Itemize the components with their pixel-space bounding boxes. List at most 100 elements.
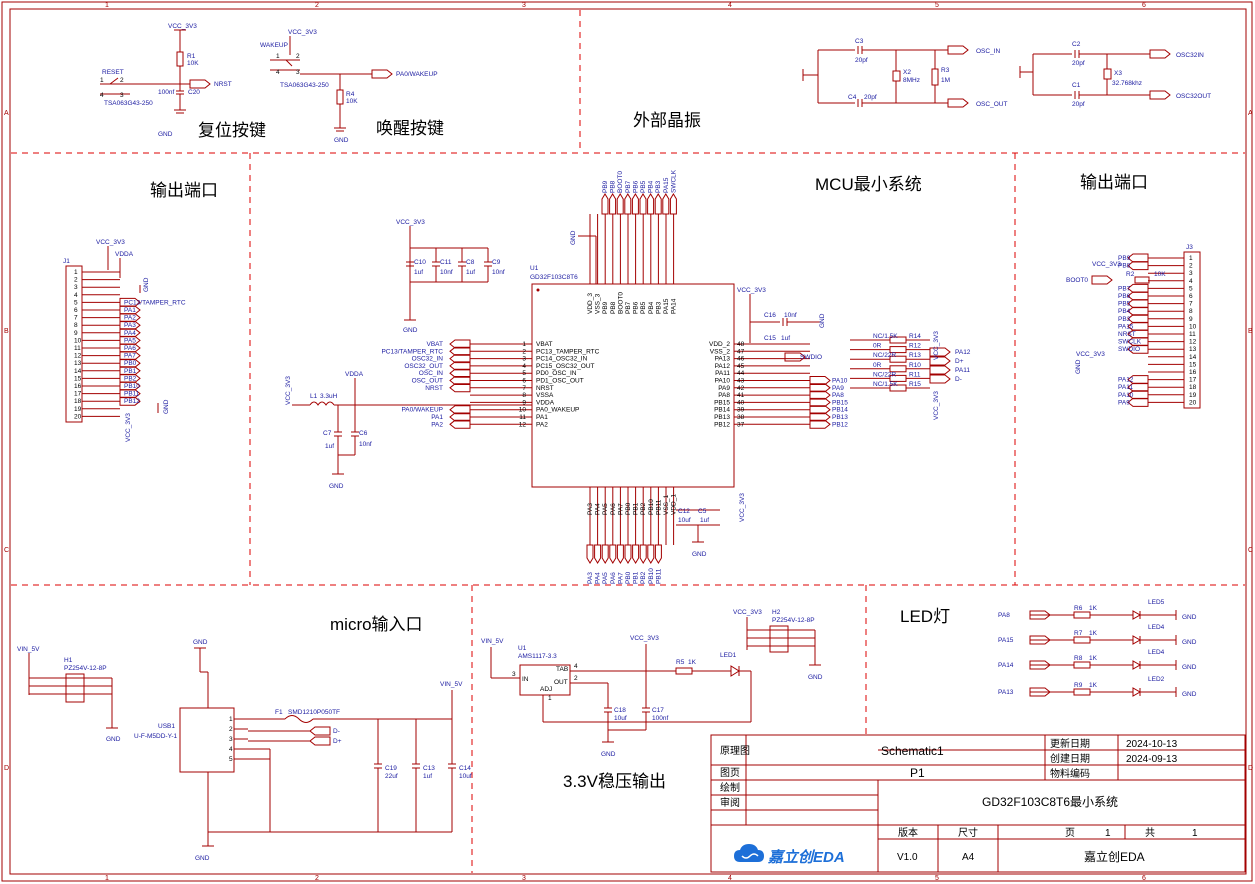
- ldo-pin-adj: ADJ: [540, 686, 552, 693]
- mcu-pin-name: PA13: [715, 356, 731, 363]
- resistor-r2: [1134, 276, 1150, 284]
- mcu-pin-name: PA11: [715, 370, 730, 377]
- j3-pin-number: 3: [1189, 270, 1193, 277]
- mcu-bottom-net-port: [654, 544, 662, 564]
- wakeup-net-label: PA0/WAKEUP: [396, 71, 438, 78]
- mcu-bottom-net-label: PA7: [617, 572, 624, 584]
- j3-pin-number: 16: [1189, 369, 1197, 376]
- j3-net-label: PB3: [1118, 316, 1131, 323]
- j3-pin-number: 12: [1189, 339, 1197, 346]
- j3-boot0-label: BOOT0: [1066, 277, 1088, 284]
- mcu-top-net-label: PB7: [625, 180, 632, 193]
- j1-ref: J1: [63, 258, 70, 265]
- mcu-left-net-port: [449, 354, 471, 364]
- led-resistor-ref: R6: [1074, 605, 1083, 612]
- j3-net-port: [1127, 283, 1149, 293]
- mcu-pin-name: PA2: [536, 421, 548, 428]
- usb-net-label: PA12: [955, 349, 971, 356]
- grid-col-6: 6: [1142, 2, 1146, 9]
- mcu-gnd-bottom: GND: [692, 551, 707, 558]
- mcu-left-net-label: PA0/WAKEUP: [401, 407, 443, 414]
- mcu-pin-number: 2: [522, 348, 526, 355]
- net-port-osc-in: [947, 45, 969, 55]
- led1-ref: LED1: [720, 652, 737, 659]
- mcu-bottom-net-label: PB0: [625, 571, 632, 584]
- resistor-r1: [176, 51, 184, 67]
- mcu-block: U1 GD32F103C8T6 VCC_3V3 C101ufC1110nfC81…: [285, 169, 971, 584]
- grid-col-3: 3: [522, 2, 526, 9]
- j3-vcc-label: VCC_3V3: [1092, 261, 1121, 268]
- r3-value: 1M: [941, 77, 950, 84]
- tb-logo-text: 嘉立创EDA: [767, 848, 845, 866]
- j3-net-label: PA15: [1118, 323, 1134, 330]
- led-resistor: [1073, 636, 1091, 644]
- net-port-dp: [309, 736, 331, 746]
- grid-col-1-b: 1: [105, 875, 109, 882]
- j3-net-port: [1127, 291, 1149, 301]
- fuse-f1: [284, 715, 314, 723]
- j3-net-label: PA11: [1118, 384, 1133, 391]
- j3-net-port: [1127, 299, 1149, 309]
- ldo-vin-label: VIN_5V: [481, 638, 504, 645]
- c4-value: 20pf: [864, 94, 877, 101]
- section-title-mcu: MCU最小系统: [815, 175, 922, 194]
- usb-gnd-bottom: GND: [195, 855, 210, 862]
- wakeup-label: WAKEUP: [260, 42, 288, 49]
- usb-net-port: [929, 356, 951, 366]
- connector-j3: J3 1PB92PB8345PB76PB67PB58PB49PB310PA151…: [1066, 244, 1201, 409]
- mcu-bottom-net-port: [609, 544, 617, 564]
- led-symbol: [1132, 635, 1142, 645]
- mcu-left-net-port: [449, 405, 471, 415]
- mcu-pin-number: 11: [519, 414, 526, 421]
- mcu-bottom-net-port: [632, 544, 640, 564]
- dm-label: D-: [333, 728, 340, 735]
- mcu-top-pin-name: VSS_3: [595, 293, 602, 314]
- mcu-pin-name: PC13_TAMPER_RTC: [536, 348, 600, 355]
- mcu-pin-number: 12: [519, 421, 527, 428]
- j3-net-port: [1127, 261, 1149, 271]
- j3-ref: J3: [1186, 244, 1193, 251]
- grid-col-1: 1: [105, 2, 109, 9]
- ldo-circuit: VIN_5V U1 AMS1117-3.3 IN OUT TAB ADJ 3 4…: [481, 609, 823, 758]
- j3-net-label: PB9: [1118, 255, 1131, 262]
- c1-value: 20pf: [1072, 101, 1085, 108]
- micro-cap-value: 22uf: [385, 773, 398, 780]
- wakeup-pin-2: 2: [296, 53, 300, 60]
- j1-vcc-label: VCC_3V3: [96, 239, 125, 246]
- j1-pin-number: 4: [74, 292, 78, 299]
- inner-frame: [9, 8, 1247, 875]
- r3-ref: R3: [941, 67, 950, 74]
- led-net-label: PA8: [998, 612, 1010, 619]
- j1-net-port: [119, 396, 141, 406]
- resistor-r3: [931, 68, 939, 86]
- j3-pin-number: 13: [1189, 346, 1197, 353]
- crystal-x2: [892, 70, 901, 82]
- tb-key-schematic: 原理图: [720, 745, 750, 757]
- usb-resistor-ref: R10: [909, 362, 921, 369]
- mcu-bottom-net-port: [639, 544, 647, 564]
- led-ref: LED4: [1148, 624, 1165, 631]
- mcu-bottom-pin-name: PA6: [610, 503, 617, 515]
- led-ref: LED5: [1148, 599, 1165, 606]
- mcu-bottom-net-label: PA6: [610, 572, 617, 584]
- mcu-top-pin-name: PA14: [671, 298, 678, 314]
- cloud-logo-icon: [734, 844, 764, 862]
- j3-net-port: [1127, 390, 1149, 400]
- j3-pin-number: 2: [1189, 263, 1193, 270]
- osc-in-label: OSC_IN: [976, 48, 1001, 55]
- c18-value: 10uf: [614, 715, 627, 722]
- mcu-vcc-right: VCC_3V3: [737, 287, 766, 294]
- mcu-left-net-label: OSC32_OUT: [404, 363, 443, 370]
- micro-vin2-label: VIN_5V: [440, 681, 463, 688]
- usb-pin-number: 3: [229, 736, 233, 743]
- net-port-dm: [309, 726, 331, 736]
- h2-vcc-label: VCC_3V3: [733, 609, 762, 616]
- dp-label: D+: [333, 738, 342, 745]
- mcu-top-net-port: [647, 193, 655, 215]
- j1-net-label: PC13/TAMPER_RTC: [124, 299, 186, 306]
- mcu-vcc-label: VCC_3V3: [396, 219, 425, 226]
- j3-net-port: [1127, 306, 1149, 316]
- mcu-part: GD32F103C8T6: [530, 274, 578, 281]
- j1-net-port: [119, 305, 141, 315]
